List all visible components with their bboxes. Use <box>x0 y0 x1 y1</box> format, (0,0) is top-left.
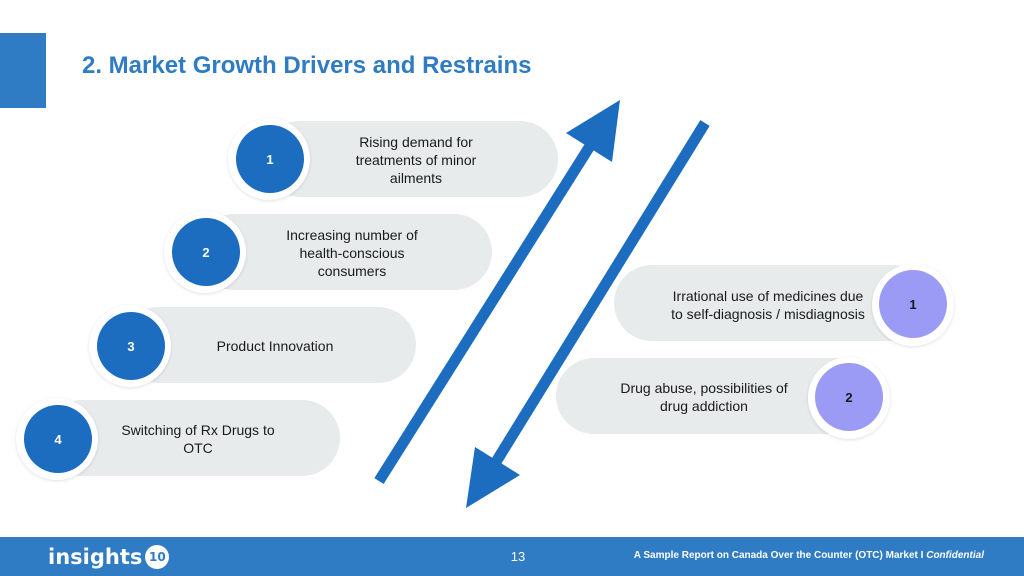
driver-text-3: Product Innovation <box>216 338 334 354</box>
restrain-text-1: Irrational use of medicines due to self-… <box>671 288 865 322</box>
footer-note-confidential: Confidential <box>926 550 984 561</box>
driver-number-4: 4 <box>24 405 92 473</box>
footer-note-text: A Sample Report on Canada Over the Count… <box>633 550 924 561</box>
restrain-text-2: Drug abuse, possibilities of drug addict… <box>620 380 788 414</box>
driver-number-1: 1 <box>236 125 304 193</box>
page-title: 2. Market Growth Drivers and Restrains <box>82 52 532 79</box>
restrain-number-1: 1 <box>879 270 947 338</box>
down-left-arrow-icon <box>466 120 710 508</box>
driver-card-1 <box>262 121 558 197</box>
driver-text-4: Switching of Rx Drugs to OTC <box>121 422 275 456</box>
footer-note: A Sample Report on Canada Over the Count… <box>634 550 984 561</box>
logo-badge: 10 <box>145 545 170 569</box>
up-right-arrow-icon <box>374 100 620 484</box>
driver-text-2: Increasing number of health-conscious co… <box>286 227 418 279</box>
driver-number-2: 2 <box>172 218 240 286</box>
footer-bar: insights 10 13 A Sample Report on Canada… <box>0 537 1024 576</box>
title-accent-bar <box>0 33 46 108</box>
driver-text-1: Rising demand for treatments of minor ai… <box>355 134 477 186</box>
page-number: 13 <box>510 549 526 564</box>
restrain-number-2: 2 <box>815 363 883 431</box>
insights10-logo: insights 10 <box>48 544 170 570</box>
driver-number-3: 3 <box>97 312 165 380</box>
logo-text: insights <box>48 545 143 569</box>
